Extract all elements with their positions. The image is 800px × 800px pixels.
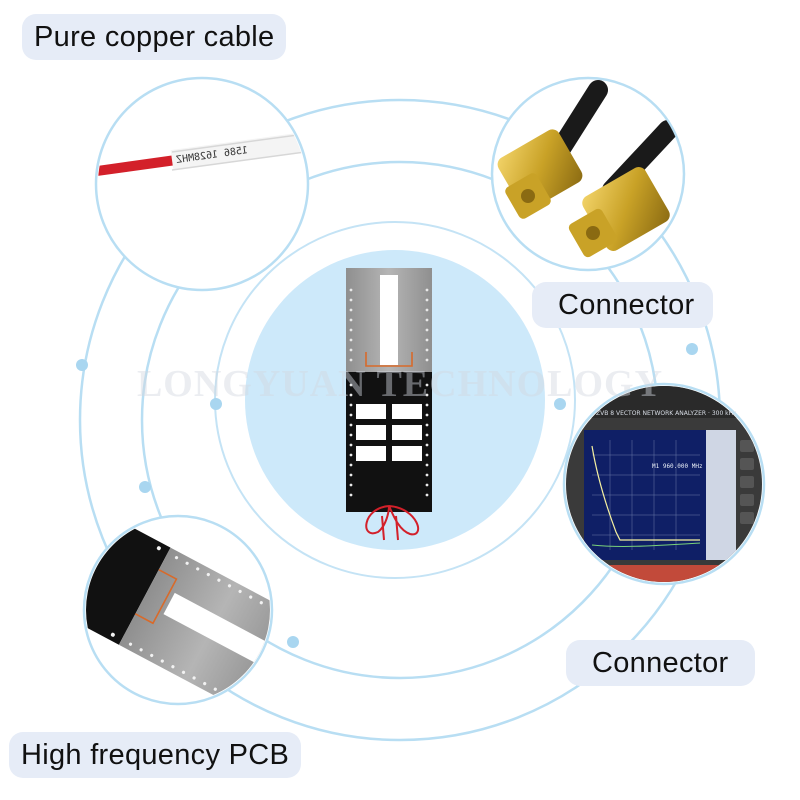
network-analyzer-image	[566, 386, 762, 582]
ring-dot	[554, 398, 566, 410]
callout-connector-top: Connector	[532, 282, 713, 328]
cable-image	[98, 130, 306, 177]
ring-dot	[210, 398, 222, 410]
ring-dot	[76, 359, 88, 371]
callout-high-frequency-pcb: High frequency PCB	[9, 732, 302, 778]
callout-pure-copper-cable: Pure copper cable	[22, 14, 287, 60]
sma-connector-image	[497, 80, 678, 258]
analyzer-header-text: ZVB 8 VECTOR NETWORK ANALYZER · 300 kHz	[596, 410, 737, 417]
watermark-text: LONGYUAN TECHNOLOGY	[136, 363, 664, 405]
ring-dot	[287, 636, 299, 648]
callout-connector-bottom: Connector	[566, 640, 755, 686]
ring-dot	[686, 343, 698, 355]
cable-bubble	[94, 76, 310, 292]
antenna-pcb-image	[346, 268, 432, 541]
analyzer-marker-readout: M1 960.000 MHz	[652, 463, 703, 470]
ring-dot	[139, 481, 151, 493]
